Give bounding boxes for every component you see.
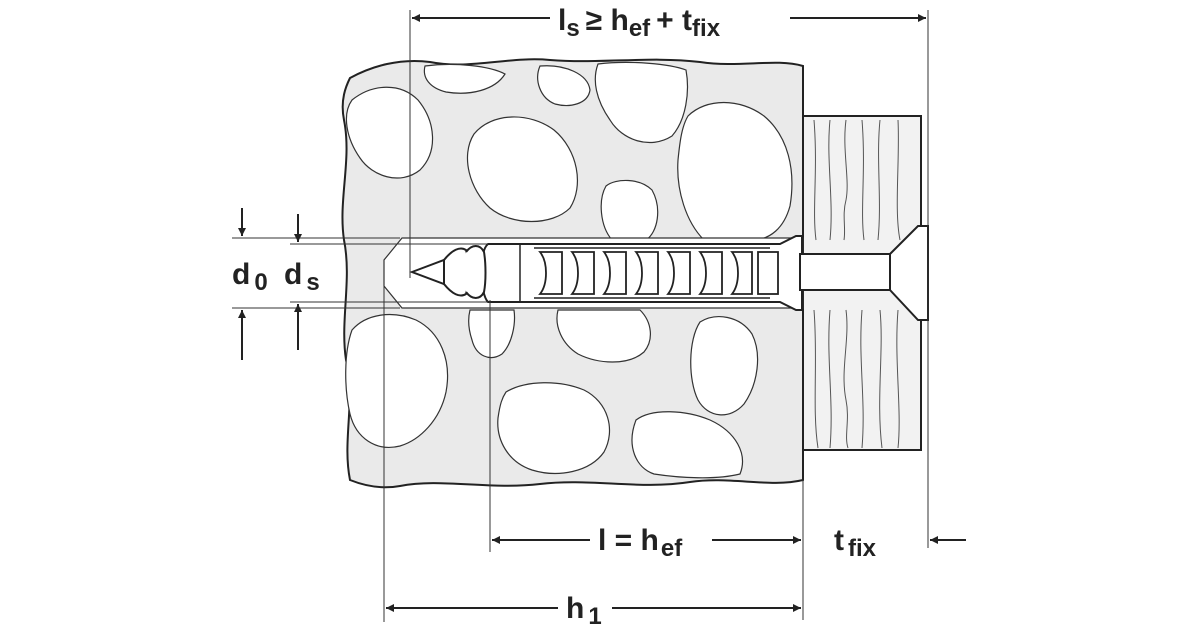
wall-plug: [480, 235, 803, 311]
wood-grain: [813, 119, 901, 449]
plug-segments: [538, 251, 779, 295]
aggregate-stones: [345, 61, 793, 479]
screw-thread: [443, 247, 470, 297]
screw-shank: [799, 253, 891, 291]
screw: [409, 225, 929, 321]
ls-label: ls≥ hef+ tfix: [558, 4, 721, 42]
l-hef-label: l = hef: [598, 524, 683, 562]
fixing-assembly: [383, 225, 929, 321]
dimension-lines: [232, 10, 929, 622]
